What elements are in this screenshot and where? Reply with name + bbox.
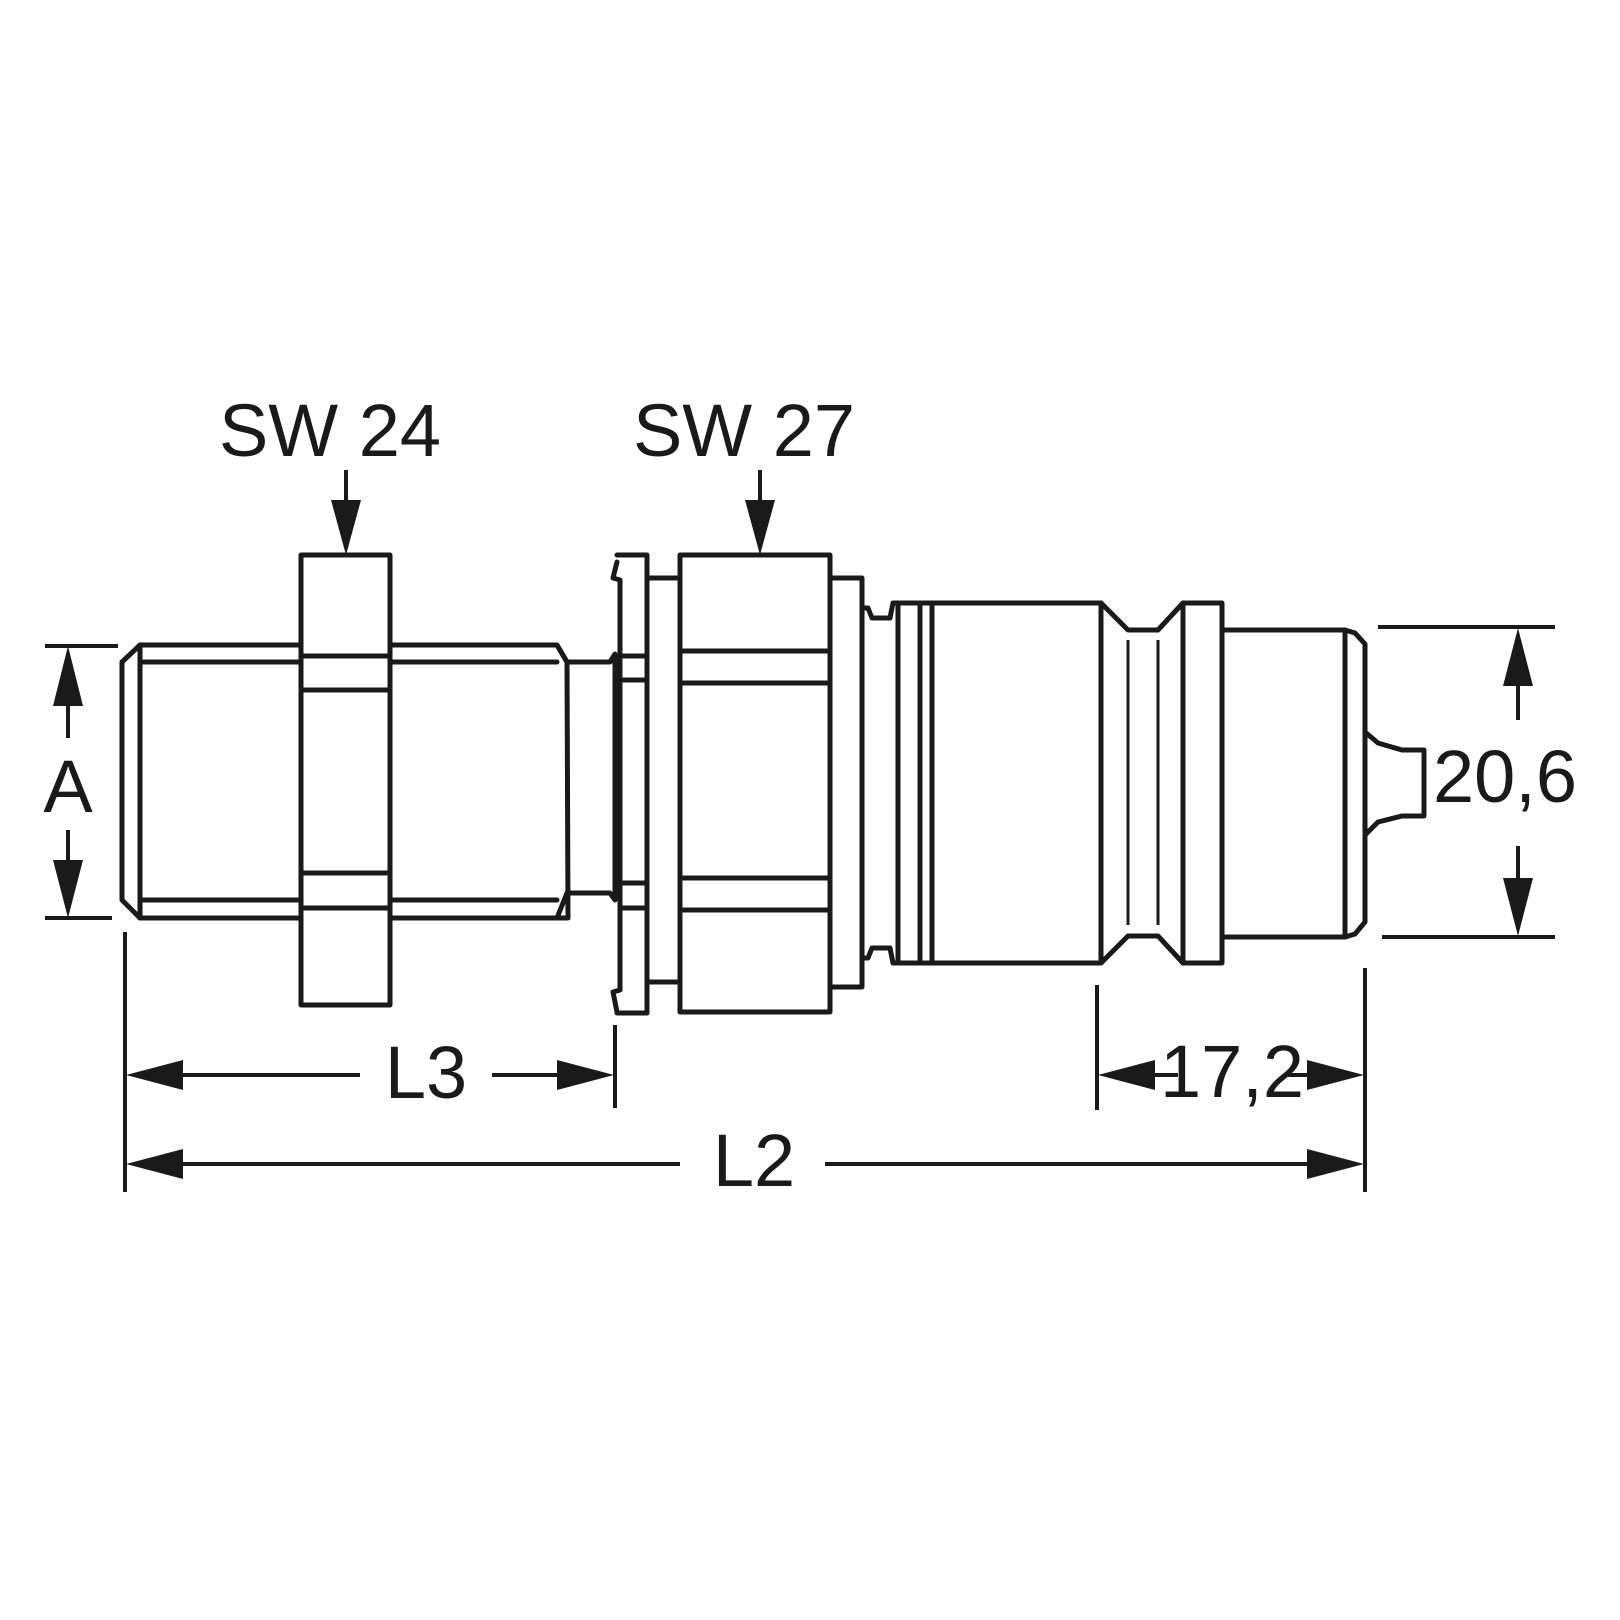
dim-17-2-arrow-right <box>1307 1060 1364 1090</box>
dim-l2-arrow-right <box>1307 1149 1364 1179</box>
sw24-arrow <box>331 500 361 555</box>
dim-l2: L2 <box>126 1119 1364 1202</box>
threaded-end <box>119 642 571 921</box>
sw24-label: SW 24 <box>219 389 441 472</box>
dim-20-6-arrow-bottom <box>1503 878 1533 936</box>
sw27-label: SW 27 <box>633 389 855 472</box>
dim-l3-arrow-right <box>557 1060 614 1090</box>
dim-17-2-label: 17,2 <box>1160 1030 1304 1113</box>
dim-17-2-arrow-left <box>1098 1060 1155 1090</box>
nose <box>1219 627 1368 940</box>
sw24-callout: SW 24 <box>219 389 441 555</box>
dim-l3: L3 <box>126 1031 614 1114</box>
hex-sw27 <box>677 552 833 1015</box>
dim-l2-label: L2 <box>713 1119 795 1202</box>
locking-groove <box>1098 600 1186 966</box>
flange <box>610 552 683 1016</box>
hex-sw24 <box>298 552 393 1008</box>
dim-a-arrow-top <box>53 646 83 706</box>
valve-tip <box>1362 729 1427 838</box>
dim-17-2: 17,2 <box>1098 1030 1364 1113</box>
collar <box>827 575 935 990</box>
sw27-callout: SW 27 <box>633 389 855 555</box>
dim-20-6: 20,6 <box>1378 625 1577 939</box>
dim-20-6-arrow-top <box>1503 628 1533 686</box>
sw27-arrow <box>745 500 775 555</box>
dim-l2-arrow-left <box>126 1149 183 1179</box>
dim-a-label: A <box>43 745 93 828</box>
ring <box>1180 600 1225 966</box>
dim-l3-arrow-left <box>126 1060 183 1090</box>
coupling-body <box>119 552 1427 1016</box>
dim-20-6-label: 20,6 <box>1433 735 1577 818</box>
neck <box>554 642 618 921</box>
dim-l3-label: L3 <box>385 1031 467 1114</box>
dim-a: A <box>43 644 118 920</box>
sleeve <box>929 600 1104 966</box>
dim-a-arrow-bottom <box>53 860 83 918</box>
